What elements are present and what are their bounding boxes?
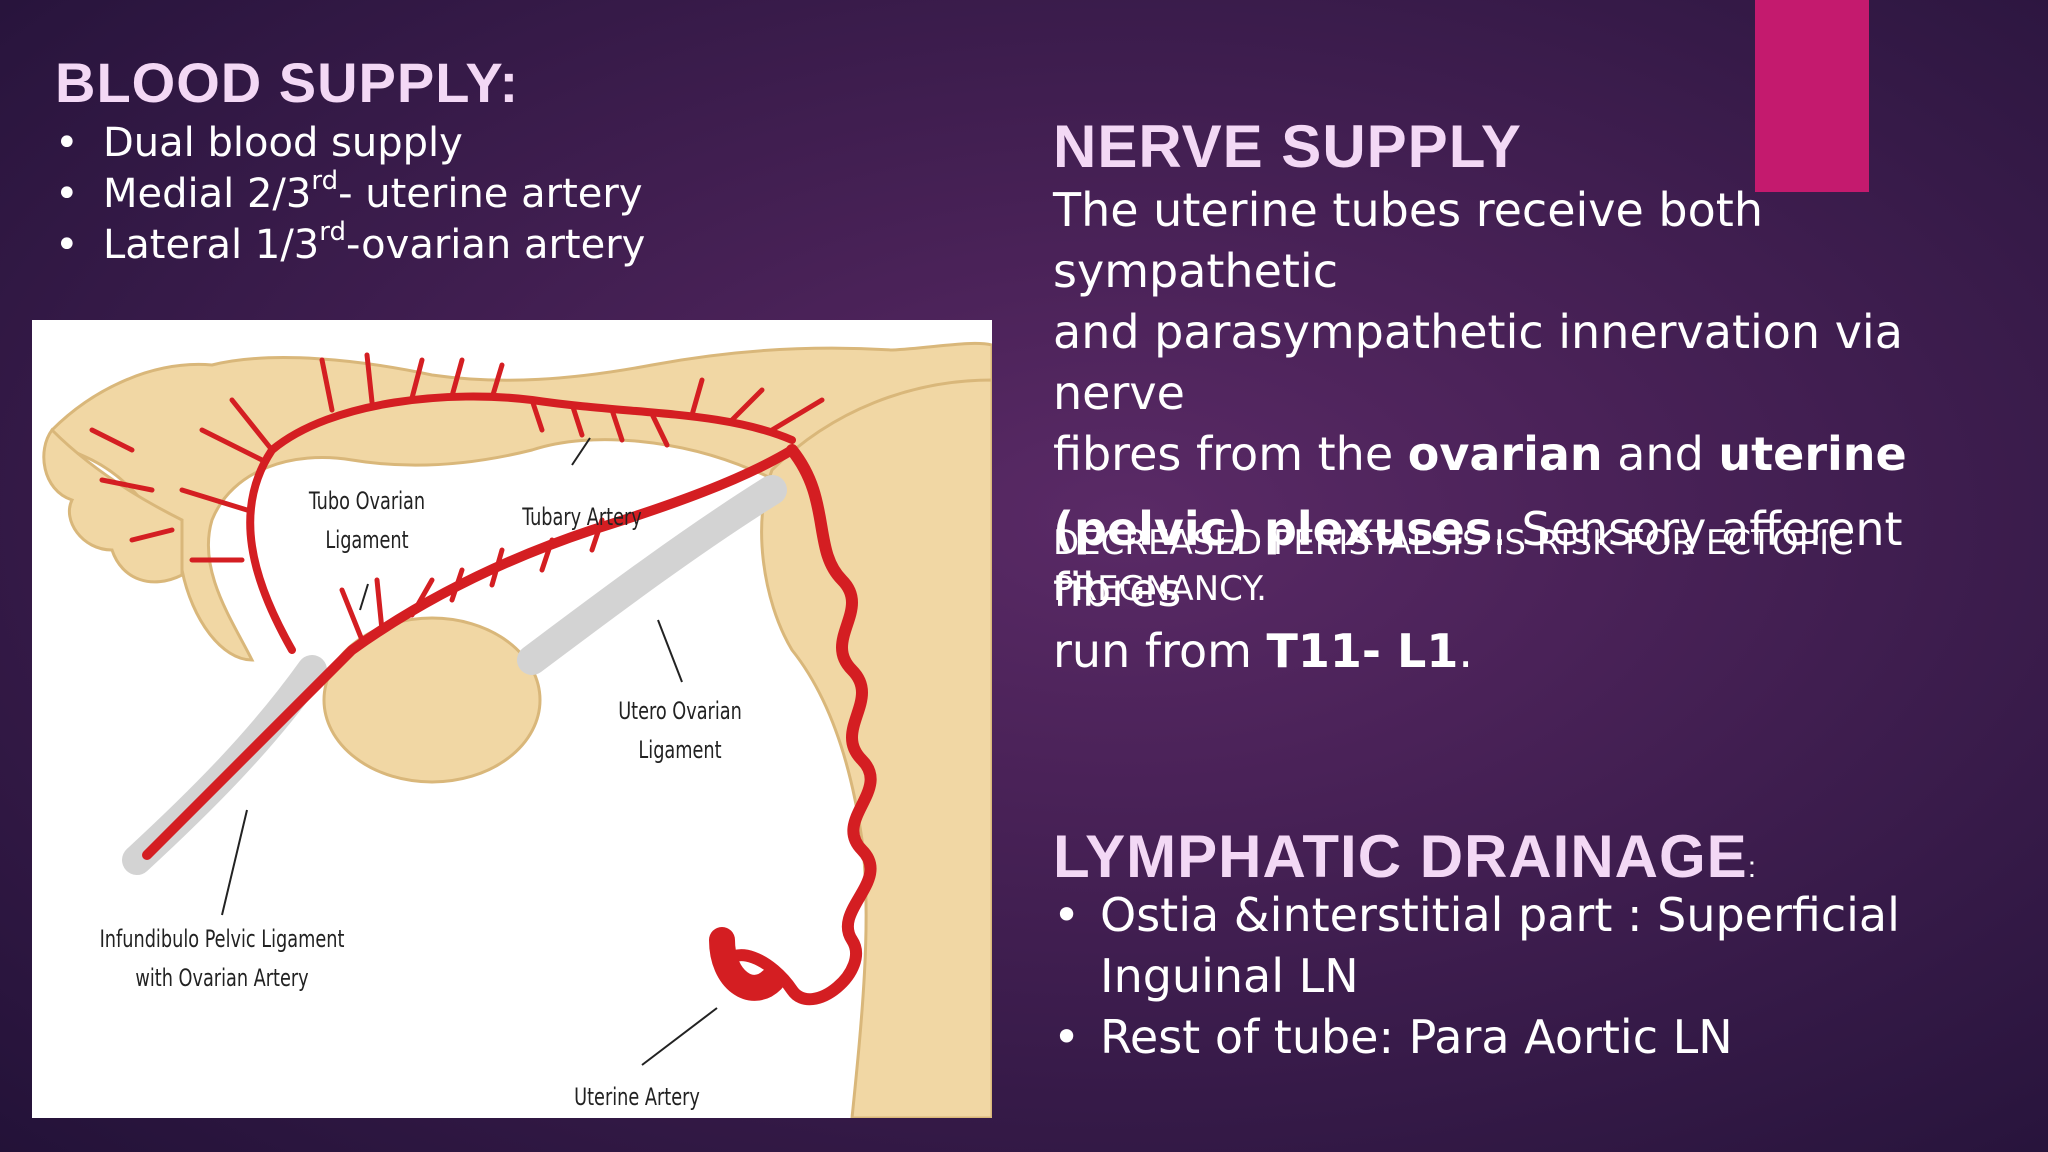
nerve-supply-text: The uterine tubes receive both sympathet… [1053,180,2043,682]
bullet-icon: • [55,222,79,268]
label-line: Tubo Ovarian [308,487,426,515]
arterial-branches [89,352,825,643]
uterine-artery-base [709,927,785,1001]
fimbriae [42,427,184,584]
uterine-artery-label: Uterine Artery [574,1083,700,1111]
uterine-tube-blood-supply-diagram: Tubo Ovarian Ligament Tubary Artery Uter… [32,320,992,1118]
list-item: • Rest of tube: Para Aortic LN [1053,1007,1953,1068]
bullet-icon: • [55,120,79,166]
tubo-ovarian-ligament-label: Tubo Ovarian Ligament [277,482,457,560]
list-item: • Medial 2/3rd- uterine artery [55,165,645,220]
infundibulo-pelvic-ligament [122,655,327,875]
title-text: LYMPHATIC DRAINAGE [1053,823,1748,890]
bold-term: T11- L1 [1266,624,1459,678]
bullet-icon: • [1053,888,1081,942]
tubary-artery [246,392,796,654]
list-item-text: Dual blood supply [103,120,463,166]
ectopic-pregnancy-warning: DECREASED PERISTALSIS IS RISK FOR ECTOPI… [1053,523,1853,609]
list-item-text-pre: Lateral 1/3 [103,222,320,268]
list-item-text: Ostia &interstitial part : Superficial I… [1100,888,1900,1003]
uterine-artery [716,444,877,1006]
list-item: • Ostia &interstitial part : Superficial… [1053,885,1953,1007]
bold-term: (pelvic) plexuses [1053,502,1493,556]
lymphatic-drainage-title: LYMPHATIC DRAINAGE: [1053,822,1757,891]
blood-supply-title: BLOOD SUPPLY: [55,51,520,114]
text-span: . Sensory afferent fibres [1053,502,1903,617]
utero-ovarian-ligament [517,475,787,675]
label-arrows [221,437,718,1066]
text-span: and [1602,427,1719,481]
utero-ovarian-ligament-label: Utero Ovarian Ligament [590,692,770,770]
text-span: . [1458,624,1473,678]
label-line: Ligament [638,736,722,764]
blood-supply-list: • Dual blood supply • Medial 2/3rd- uter… [55,118,645,271]
accent-tab [1755,0,1869,192]
bullet-icon: • [55,171,79,217]
label-line: with Ovarian Artery [135,964,309,992]
superscript: rd [311,165,339,196]
bold-term: uterine [1718,427,1907,481]
lymphatic-drainage-list: • Ostia &interstitial part : Superficial… [1053,885,1953,1068]
text-line: The uterine tubes receive both sympathet… [1053,183,1763,298]
bold-term: ovarian [1407,427,1603,481]
text-span: run from [1053,624,1267,678]
list-item-text-post: -ovarian artery [346,222,646,268]
text-line: fibres from the [1053,427,1408,481]
list-item-text-post: - uterine artery [338,171,643,217]
text-line: run from T11- L1. [1053,621,1473,682]
uterus-tissue [760,378,992,1118]
label-line: Infundibulo Pelvic Ligament [99,925,345,953]
ovarian-artery [142,445,797,860]
label-line: Ligament [325,526,409,554]
list-item: • Dual blood supply [55,118,645,169]
tubary-artery-label: Tubary Artery [522,503,642,531]
nerve-supply-title: NERVE SUPPLY [1053,113,1522,180]
label-line: Utero Ovarian [618,697,742,725]
list-item-text-pre: Medial 2/3 [103,171,312,217]
infundibulo-pelvic-ligament-label: Infundibulo Pelvic Ligament with Ovarian… [91,920,353,998]
title-colon: : [1747,851,1758,884]
anatomy-illustration [42,341,992,1118]
superscript: rd [319,216,346,247]
bullet-icon: • [1053,1010,1081,1064]
list-item-text: Rest of tube: Para Aortic LN [1100,1010,1733,1064]
list-item: • Lateral 1/3rd-ovarian artery [55,216,646,271]
ovary [322,616,542,784]
text-line: and parasympathetic innervation via nerv… [1053,305,1903,420]
